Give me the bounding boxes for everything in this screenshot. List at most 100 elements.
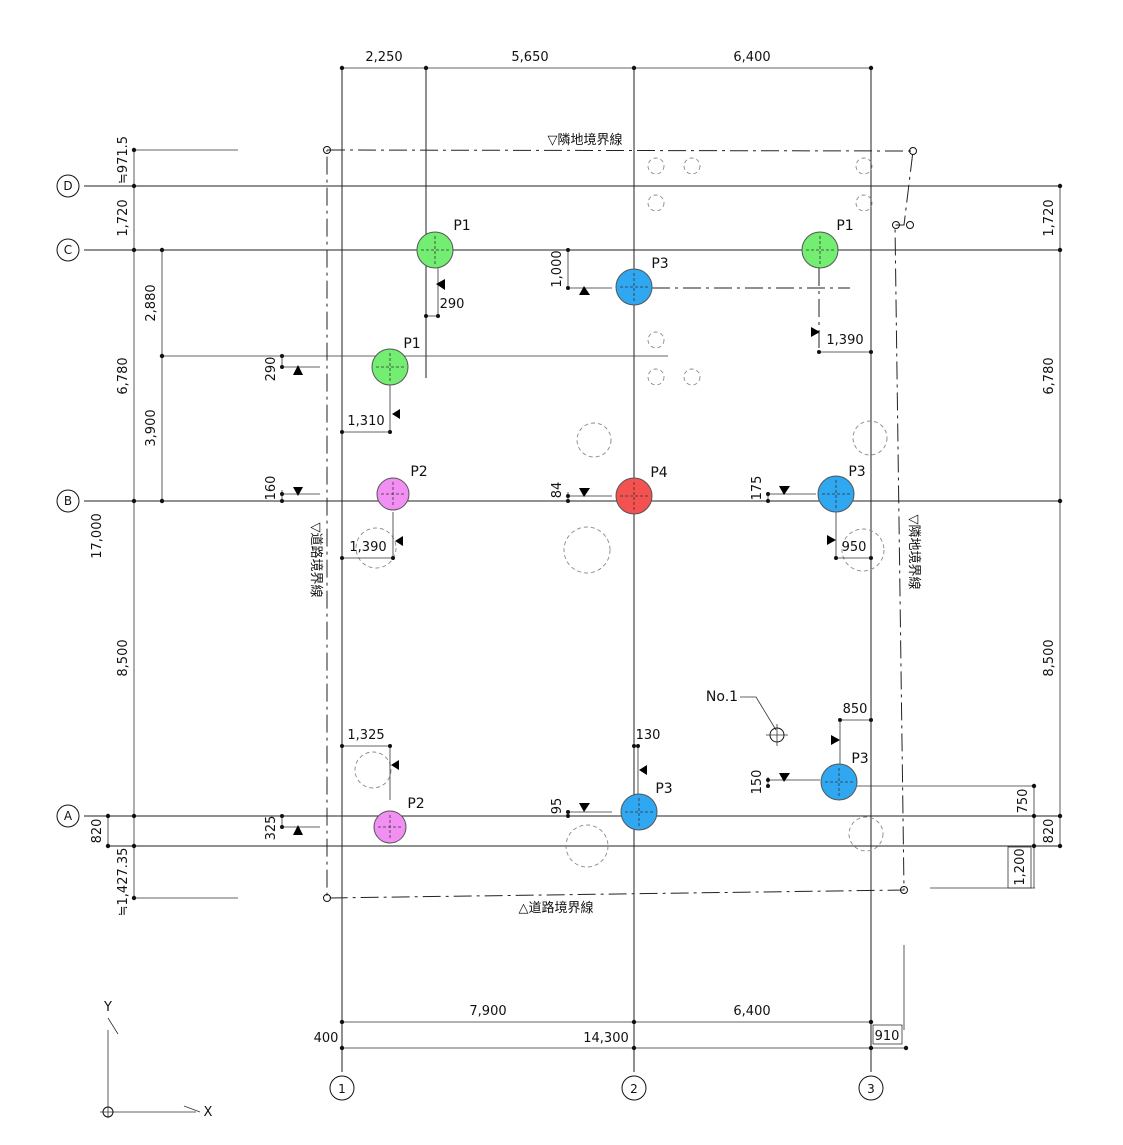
pile-p1: P1 (416, 218, 471, 269)
top-dim-3: 6,400 (733, 50, 770, 65)
pile-circle (416, 231, 454, 269)
grid-bubble-A: A (56, 804, 80, 828)
pile-circle (615, 268, 653, 306)
right-dim-a-low: 820 (1042, 819, 1057, 844)
right-dim-d-c: 1,720 (1042, 199, 1057, 236)
pile-p2: P2 (376, 464, 428, 511)
pile-label: P1 (836, 218, 853, 234)
pile-circle (615, 477, 653, 515)
pile-circle (817, 475, 855, 513)
top-dim-2: 5,650 (511, 50, 548, 65)
svg-text:1,390: 1,390 (826, 333, 863, 348)
pile-label: P2 (407, 796, 424, 812)
pile-label: P1 (453, 218, 470, 234)
pile-p1: P1 (371, 336, 421, 386)
left-dim-top: ≒971.5 (116, 136, 131, 184)
svg-text:B: B (64, 494, 72, 508)
left-dim-d-c: 1,720 (116, 199, 131, 236)
pile-label: P3 (651, 256, 668, 272)
pile-label: P3 (655, 781, 672, 797)
pile-label: P3 (851, 751, 868, 767)
left-dim-c-b: 6,780 (116, 357, 131, 394)
right-dim-b-a: 8,500 (1042, 639, 1057, 676)
pile-p2: P2 (373, 796, 425, 844)
svg-text:1,390: 1,390 (349, 540, 386, 555)
grid-bubble-C: C (56, 238, 80, 262)
axis-label-x: X (204, 1105, 213, 1120)
left-dimension: ≒971.5 1,720 6,780 2,880 3,900 17,000 8,… (90, 136, 238, 916)
svg-text:130: 130 (636, 728, 661, 743)
pile-circle (620, 793, 658, 831)
pile-label: P4 (650, 465, 667, 481)
bottom-dim-1-2: 7,900 (469, 1004, 506, 1019)
existing-pile-outlines (354, 157, 888, 868)
bottom-dim-offset-left: 400 (314, 1031, 339, 1046)
svg-text:D: D (63, 179, 72, 193)
boundary-label-left: ▽道路境界線 (308, 523, 324, 598)
top-dimension: 2,250 5,650 6,400 (339, 50, 874, 71)
svg-text:175: 175 (750, 476, 765, 501)
grid-bubble-B: B (56, 489, 80, 513)
pile-p3: P3 (615, 256, 669, 306)
svg-text:290: 290 (440, 297, 465, 312)
svg-text:2: 2 (630, 1082, 638, 1096)
boundary-lines: ▽隣地境界線 △道路境界線 ▽道路境界線 ▽隣地境界線 (308, 132, 1035, 1030)
svg-text:150: 150 (750, 770, 765, 795)
pile-p4: P4 (615, 465, 668, 515)
boundary-label-right: ▽隣地境界線 (906, 515, 922, 590)
grid-lines (84, 68, 1060, 1072)
grid-bubble-2: 2 (621, 1075, 647, 1101)
right-dim-c-b: 6,780 (1042, 357, 1057, 394)
right-dim-a-sub: 750 (1016, 789, 1031, 814)
svg-text:950: 950 (842, 540, 867, 555)
grid-bubble-1: 1 (329, 1075, 355, 1101)
pile-label: P2 (410, 464, 427, 480)
pile-p3: P3 (817, 464, 866, 513)
boundary-label-top: ▽隣地境界線 (548, 132, 623, 148)
pile-circle (371, 348, 409, 386)
left-dim-c-sub: 2,880 (144, 284, 159, 321)
left-dim-total: 17,000 (90, 513, 105, 559)
svg-text:850: 850 (843, 702, 868, 717)
offset-dimensions: 290 1,000 1,390 290 1,310 160 (264, 248, 873, 840)
left-dim-b-a: 8,500 (116, 639, 131, 676)
pile-p1: P1 (801, 218, 854, 269)
axis-label-y: Y (103, 1000, 112, 1015)
right-dim-box: 1,200 (1013, 848, 1028, 885)
svg-text:290: 290 (264, 357, 279, 382)
grid-bubble-3: 3 (858, 1075, 884, 1101)
svg-text:160: 160 (264, 476, 279, 501)
svg-text:A: A (64, 809, 73, 823)
bottom-dim-2-3: 6,400 (733, 1004, 770, 1019)
svg-text:3: 3 (867, 1082, 875, 1096)
top-dim-1: 2,250 (365, 50, 402, 65)
survey-point: No.1 (706, 689, 788, 746)
svg-text:1,000: 1,000 (550, 250, 565, 287)
right-dimension: 1,720 6,780 8,500 750 820 1,200 (840, 183, 1063, 889)
svg-text:1,310: 1,310 (347, 414, 384, 429)
bottom-dimension: 7,900 6,400 400 14,300 910 (314, 1004, 909, 1051)
pile-p3: P3 (820, 751, 869, 801)
svg-text:84: 84 (550, 482, 565, 499)
xy-axes: Y X (100, 1000, 213, 1120)
bottom-dim-total: 14,300 (583, 1031, 629, 1046)
survey-point-label: No.1 (706, 689, 738, 705)
pile-label: P3 (848, 464, 865, 480)
svg-text:95: 95 (550, 798, 565, 815)
pile-label: P1 (403, 336, 420, 352)
left-dim-a-sub: 820 (90, 819, 105, 844)
svg-text:1: 1 (338, 1082, 346, 1096)
grid-bubbles: D C B A 1 2 3 (56, 174, 884, 1101)
svg-text:C: C (64, 243, 72, 257)
pile-circle (820, 763, 858, 801)
svg-text:1,325: 1,325 (347, 728, 384, 743)
grid-bubble-D: D (56, 174, 80, 198)
left-dim-b-sub: 3,900 (144, 409, 159, 446)
boundary-label-bottom: △道路境界線 (519, 900, 594, 916)
left-dim-bottom: ≒1,427.35 (116, 848, 131, 917)
svg-text:325: 325 (264, 816, 279, 841)
pile-circle (801, 231, 839, 269)
pile-p3: P3 (620, 781, 673, 831)
